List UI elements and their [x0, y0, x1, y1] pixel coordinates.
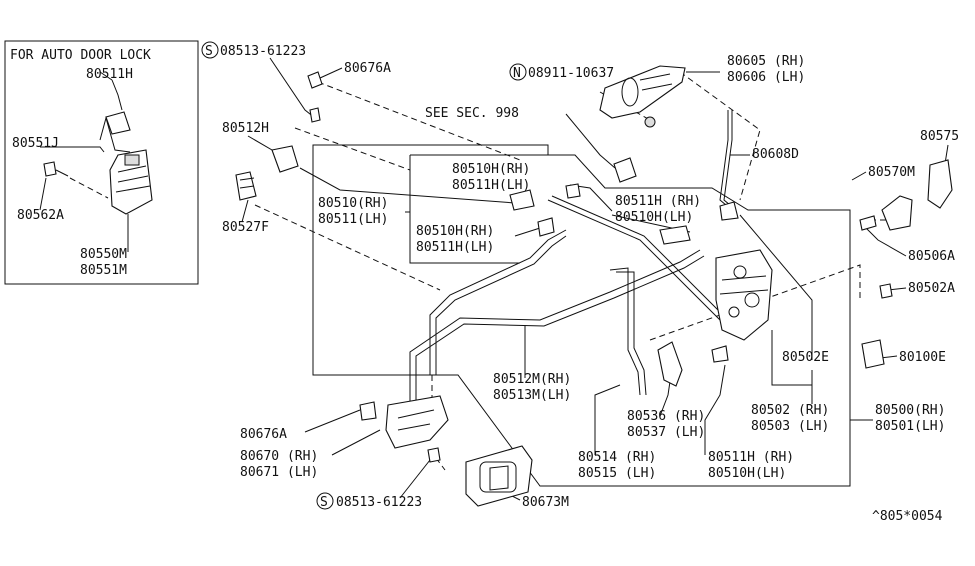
screw-symbol-top: S [201, 41, 219, 59]
clip-80676A-top [307, 71, 323, 89]
label-80511H-b: 80511H(LH) [416, 240, 494, 255]
label-80673M: 80673M [522, 495, 569, 510]
label-80511H-c: 80511H (RH) [615, 194, 701, 209]
label-80570M: 80570M [868, 165, 915, 180]
label-80608D: 80608D [752, 147, 799, 162]
inset-title: FOR AUTO DOOR LOCK [10, 48, 151, 63]
label-80511H-a: 80511H(LH) [452, 178, 530, 193]
clip-80527F [235, 171, 257, 201]
label-80515: 80515 (LH) [578, 466, 656, 481]
nut-symbol-top: N [509, 63, 527, 81]
inset-label-80562A: 80562A [17, 208, 64, 223]
handle-nut [644, 116, 656, 128]
lock-rods [409, 110, 737, 405]
clip-80510H-a [509, 189, 535, 211]
label-80536: 80536 (RH) [627, 409, 705, 424]
part-80536 [657, 341, 683, 387]
label-80670: 80670 (RH) [240, 449, 318, 464]
label-80671: 80671 (LH) [240, 465, 318, 480]
outside-handle-80605 [599, 65, 686, 119]
label-80501: 80501(LH) [875, 419, 945, 434]
inset-frame [4, 40, 199, 285]
label-80606: 80606 (LH) [727, 70, 805, 85]
s-symbol-top: S [205, 44, 213, 59]
striker-80570M [881, 195, 913, 231]
label-80510H-c: 80510H(LH) [615, 210, 693, 225]
label-80512M: 80512M(RH) [493, 372, 571, 387]
label-80511H-d: 80511H (RH) [708, 450, 794, 465]
label-80510H-a: 80510H(RH) [452, 162, 530, 177]
clip-80608D [719, 201, 739, 221]
cover-80575 [927, 159, 953, 209]
assembly-frame-lines [312, 144, 873, 487]
label-see-sec-998: SEE SEC. 998 [425, 106, 519, 121]
clip-80511H-d [711, 345, 729, 363]
s-symbol-bottom: S [320, 495, 328, 510]
reference-code: ^805*0054 [872, 509, 943, 524]
inside-handle-80670 [385, 395, 449, 449]
screw-80506A [859, 215, 877, 231]
label-80511: 80511(LH) [318, 212, 388, 227]
label-80510: 80510(RH) [318, 196, 388, 211]
clip-80510H-a2 [565, 183, 581, 199]
label-80502E: 80502E [782, 350, 829, 365]
door-lock-actuator-drawing [39, 79, 153, 248]
label-80500: 80500(RH) [875, 403, 945, 418]
clip-80512H [271, 145, 299, 173]
door-lock-80502 [715, 249, 773, 341]
label-08911-10637: 08911-10637 [528, 66, 614, 81]
inset-label-80551M: 80551M [80, 263, 127, 278]
label-80537: 80537 (LH) [627, 425, 705, 440]
screw-bottom [427, 447, 441, 463]
label-08513-61223-bottom: 08513-61223 [336, 495, 422, 510]
clip-80510H-b [537, 217, 555, 237]
part-80100E [861, 339, 885, 369]
label-80510H-b: 80510H(RH) [416, 224, 494, 239]
label-80527F: 80527F [222, 220, 269, 235]
label-80513M: 80513M(LH) [493, 388, 571, 403]
label-80502A: 80502A [908, 281, 955, 296]
clip-80511H-c [659, 225, 691, 245]
label-80676A-bottom: 80676A [240, 427, 287, 442]
clip-80676A-bottom [359, 401, 377, 421]
inset-label-80551J: 80551J [12, 136, 59, 151]
key-cylinder [613, 157, 637, 183]
label-08513-61223-top: 08513-61223 [220, 44, 306, 59]
label-80512H: 80512H [222, 121, 269, 136]
part-shapes [235, 65, 953, 507]
inset-label-80550M: 80550M [80, 247, 127, 262]
screw-symbol-bottom: S [316, 492, 334, 510]
screw-top [309, 107, 321, 123]
label-80502: 80502 (RH) [751, 403, 829, 418]
label-80506A: 80506A [908, 249, 955, 264]
label-80514: 80514 (RH) [578, 450, 656, 465]
label-80503: 80503 (LH) [751, 419, 829, 434]
label-80510H-d: 80510H(LH) [708, 466, 786, 481]
n-symbol-top: N [513, 66, 521, 81]
label-80676A-top: 80676A [344, 61, 391, 76]
label-80100E: 80100E [899, 350, 946, 365]
inset-label-80511H: 80511H [86, 67, 133, 82]
screw-80502A [879, 283, 893, 299]
label-80575: 80575 [920, 129, 959, 144]
label-80605: 80605 (RH) [727, 54, 805, 69]
auto-door-lock-inset: FOR AUTO DOOR LOCK 80511H 80551J 80562A … [4, 40, 199, 285]
